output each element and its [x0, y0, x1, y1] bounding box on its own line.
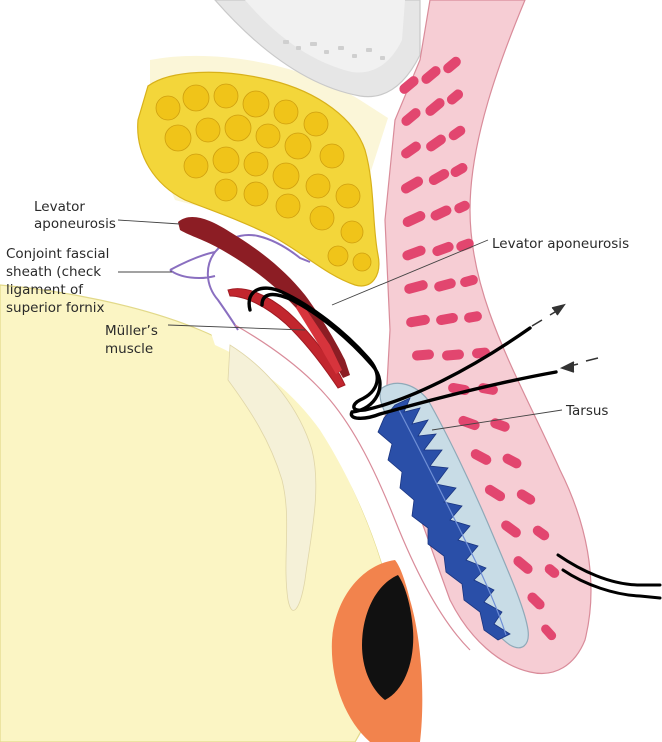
labels: Levator aponeurosis Conjoint fascial she…: [6, 199, 629, 419]
mullers-muscle-inner: [296, 300, 342, 374]
label-tarsus: Tarsus: [565, 403, 608, 419]
meibomian-gland: [377, 397, 511, 641]
levator-aponeurosis: [178, 217, 350, 378]
leader-levator-left: [117, 219, 181, 225]
label-conjoint-line3: ligament of: [6, 282, 84, 298]
label-levator-aponeurosis-line2: aponeurosis: [34, 216, 116, 232]
suture-lower-loop: [260, 292, 558, 420]
label-muller-line2: muscle: [105, 341, 153, 357]
arrow-outgoing-head-icon: [551, 303, 566, 316]
suture-lid-margin-1: [556, 553, 662, 587]
label-levator-aponeurosis-line1: Levator: [34, 199, 85, 215]
eyelid-posterior-margin: [234, 324, 471, 651]
suture-lid-margin-2: [561, 568, 662, 600]
leader-lines: [117, 219, 563, 431]
leader-tarsus: [431, 409, 563, 431]
sutures: [247, 286, 662, 600]
leader-muller: [167, 324, 306, 331]
label-conjoint-line4: superior fornix: [6, 300, 105, 316]
arrow-incoming-head-icon: [559, 361, 575, 373]
mullers-muscle: [227, 288, 346, 389]
anatomy: [0, 0, 592, 742]
suture-upper-loop: [247, 286, 532, 413]
meibomian-duct: [397, 407, 507, 636]
episcleral-tissue: [227, 344, 317, 611]
bone-speckles: [283, 40, 385, 60]
pupil: [362, 575, 414, 700]
label-muller-line1: Müller’s: [105, 323, 158, 339]
label-conjoint-line2: sheath (check: [6, 264, 101, 280]
orbicularis-oculi-muscle: [399, 56, 560, 641]
leader-levator-right: [331, 239, 489, 306]
orbital-roof-bone-inner: [245, 0, 405, 73]
label-levator-aponeurosis-right: Levator aponeurosis: [492, 236, 629, 252]
suture-direction-arrows: [531, 303, 599, 373]
fat-lobules: [155, 83, 372, 272]
label-conjoint-line1: Conjoint fascial: [6, 246, 109, 262]
